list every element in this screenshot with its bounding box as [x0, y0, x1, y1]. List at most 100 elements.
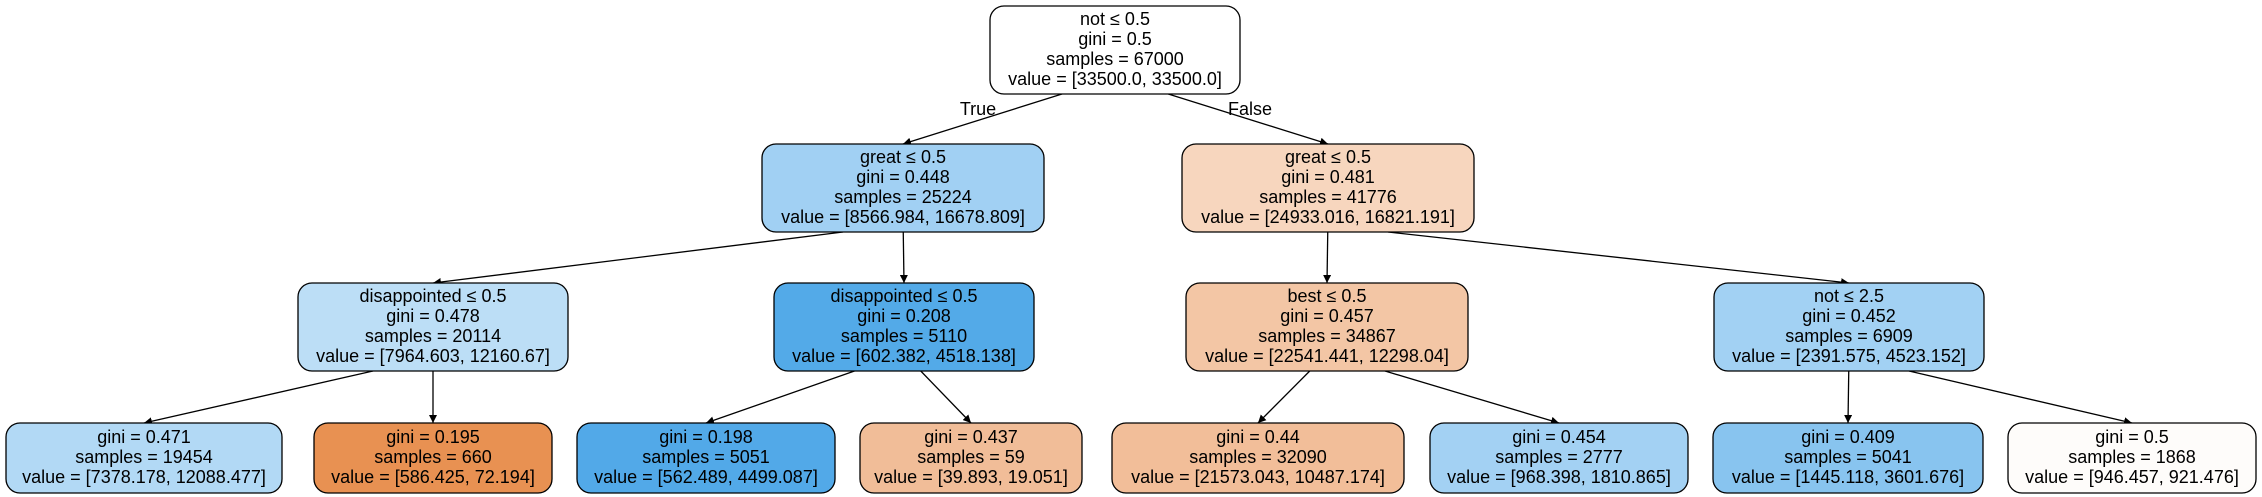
node-line: value = [602.382, 4518.138]: [792, 346, 1016, 366]
node-line: value = [8566.984, 16678.809]: [781, 207, 1025, 227]
node-line: great ≤ 0.5: [860, 147, 946, 167]
node-line: gini = 0.448: [856, 167, 950, 187]
node-line: samples = 34867: [1258, 326, 1396, 346]
edge-n3-n7: [143, 370, 374, 426]
node-box: [1429, 422, 1689, 494]
node-line: value = [586.425, 72.194]: [331, 467, 535, 487]
node-line: disappointed ≤ 0.5: [831, 286, 978, 306]
node-line: disappointed ≤ 0.5: [360, 286, 507, 306]
node-line: samples = 19454: [75, 447, 213, 467]
node-line: gini = 0.409: [1801, 427, 1895, 447]
node-box: [859, 422, 1083, 494]
node-box: [1712, 422, 1984, 494]
node-line: not ≤ 0.5: [1080, 9, 1150, 29]
node-box: [1111, 422, 1405, 494]
node-line: samples = 1868: [2068, 447, 2196, 467]
edge-n5-n12: [1384, 370, 1560, 425]
edges-layer: True False: [143, 93, 2133, 426]
node-line: gini = 0.454: [1512, 427, 1606, 447]
node-line: gini = 0.471: [97, 427, 191, 447]
edge-n1-n4: [899, 231, 908, 284]
node-line: samples = 5041: [1784, 447, 1912, 467]
edge-n0-n1: [902, 93, 1063, 146]
node-line: best ≤ 0.5: [1288, 286, 1367, 306]
node-line: value = [1445.118, 3601.676]: [1732, 467, 1964, 487]
node-line: samples = 6909: [1785, 326, 1913, 346]
edge-n2-n6: [1387, 231, 1850, 287]
edge-label-false: False: [1228, 99, 1272, 119]
node-line: value = [7378.178, 12088.477]: [22, 467, 266, 487]
node-line: not ≤ 2.5: [1814, 286, 1884, 306]
node-box: [297, 282, 569, 372]
node-line: samples = 5051: [642, 447, 770, 467]
node-line: gini = 0.452: [1802, 306, 1896, 326]
node-box: [1713, 282, 1985, 372]
node-box: [761, 143, 1045, 233]
node-line: value = [968.398, 1810.865]: [1447, 467, 1671, 487]
node-box: [1181, 143, 1475, 233]
edge-n4-n10: [920, 370, 972, 424]
node-box: [576, 422, 836, 494]
node-line: gini = 0.198: [659, 427, 753, 447]
edge-n6-n13: [1844, 370, 1853, 424]
node-line: gini = 0.44: [1216, 427, 1300, 447]
node-line: value = [946.457, 921.476]: [2025, 467, 2239, 487]
node-line: gini = 0.5: [1078, 29, 1152, 49]
node-line: samples = 41776: [1259, 187, 1397, 207]
edge-n4-n9: [705, 370, 855, 425]
edge-label-true: True: [960, 99, 996, 119]
node-line: gini = 0.5: [2095, 427, 2169, 447]
node-line: samples = 25224: [834, 187, 972, 207]
node-line: value = [24933.016, 16821.191]: [1201, 207, 1455, 227]
node-box: [773, 282, 1035, 372]
node-line: samples = 20114: [365, 326, 501, 346]
node-line: gini = 0.478: [386, 306, 480, 326]
node-box: [5, 422, 283, 494]
node-line: gini = 0.481: [1281, 167, 1375, 187]
node-line: value = [22541.441, 12298.04]: [1205, 346, 1449, 366]
node-line: gini = 0.195: [386, 427, 480, 447]
node-line: value = [39.893, 19.051]: [874, 467, 1068, 487]
node-line: samples = 59: [917, 447, 1025, 467]
edge-n0-n2: [1168, 93, 1329, 146]
node-line: great ≤ 0.5: [1285, 147, 1371, 167]
node-box: [1185, 282, 1469, 372]
node-box: [2007, 422, 2257, 494]
node-line: samples = 32090: [1189, 447, 1327, 467]
node-line: value = [21573.043, 10487.174]: [1131, 467, 1385, 487]
node-line: samples = 660: [374, 447, 492, 467]
node-box: [989, 5, 1241, 95]
node-line: value = [33500.0, 33500.0]: [1008, 69, 1222, 89]
edge-n5-n11: [1257, 370, 1311, 424]
edge-n2-n5: [1323, 231, 1332, 284]
node-line: gini = 0.457: [1280, 306, 1374, 326]
node-line: value = [562.489, 4499.087]: [594, 467, 818, 487]
node-line: gini = 0.208: [857, 306, 951, 326]
node-line: samples = 5110: [841, 326, 967, 346]
edge-n6-n14: [1908, 370, 2133, 426]
node-box: [313, 422, 553, 494]
node-line: value = [7964.603, 12160.67]: [316, 346, 550, 366]
node-line: samples = 2777: [1495, 447, 1623, 467]
node-line: samples = 67000: [1046, 49, 1184, 69]
node-line: value = [2391.575, 4523.152]: [1732, 346, 1966, 366]
node-line: gini = 0.437: [924, 427, 1018, 447]
edge-n1-n3: [432, 231, 844, 286]
